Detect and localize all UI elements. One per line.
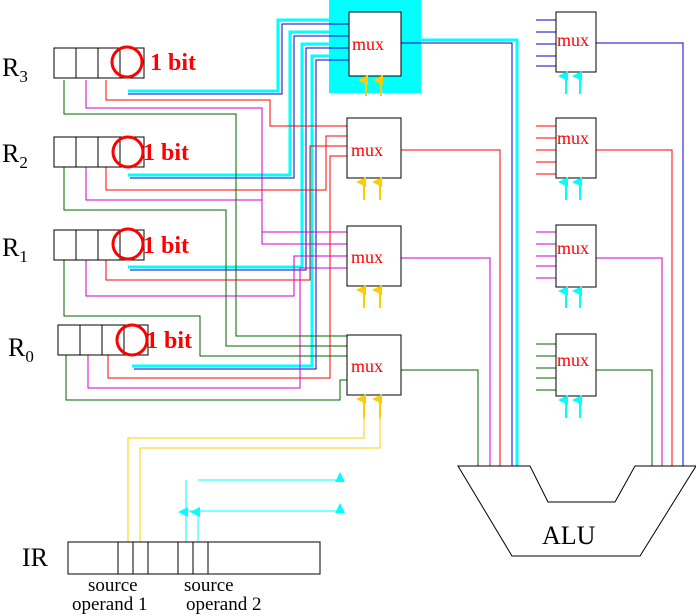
mux-label: mux xyxy=(557,238,589,258)
selected-path xyxy=(128,18,519,466)
ir-fields xyxy=(117,542,209,574)
mux-label: mux xyxy=(352,34,384,54)
r2-bit-circle xyxy=(111,135,145,169)
bit-label-r3: 1 bit xyxy=(150,50,196,76)
mux-right-0: mux xyxy=(555,333,597,397)
right-mux-select-arrows xyxy=(558,71,582,418)
right-mux-inputs xyxy=(536,19,556,391)
register-r1 xyxy=(53,227,145,261)
bit-label-r2: 1 bit xyxy=(143,140,189,166)
r3-wires xyxy=(128,23,684,466)
r1-wires xyxy=(85,80,663,466)
alu-label: ALU xyxy=(542,521,596,550)
register-label-r0: R0 xyxy=(8,333,34,366)
mux-left-3: mux xyxy=(348,11,402,77)
r1-bit-circle xyxy=(111,227,145,261)
bit-label-r1: 1 bit xyxy=(143,233,189,259)
mux-right-2: mux xyxy=(555,117,597,179)
source-operand-1-bus xyxy=(127,418,381,542)
register-label-r3: R3 xyxy=(2,53,28,86)
alu-shape xyxy=(457,465,696,557)
source-operand-2-label: source xyxy=(184,575,234,596)
mux-right-1: mux xyxy=(555,224,597,288)
source-operand-1-label: source xyxy=(88,575,138,596)
r3-bit-circle xyxy=(110,45,144,79)
register-r0 xyxy=(57,323,149,357)
mux-left-0: mux xyxy=(346,334,402,396)
ir-register xyxy=(67,541,321,575)
bit-label-r0: 1 bit xyxy=(146,328,192,354)
register-r3 xyxy=(53,45,145,79)
mux-label: mux xyxy=(557,128,589,148)
mux-left-1: mux xyxy=(346,225,402,287)
mux-label: mux xyxy=(351,140,383,160)
r0-wires xyxy=(63,80,653,466)
mux-label: mux xyxy=(557,350,589,370)
mux-right-3: mux xyxy=(555,11,597,73)
source-operand-1-label-2: operand 1 xyxy=(72,594,147,615)
mux-label: mux xyxy=(557,30,589,50)
source-operand-2-label-2: operand 2 xyxy=(186,594,261,615)
mux-left-2: mux xyxy=(346,117,402,179)
r2-wires xyxy=(105,80,673,466)
mux-label: mux xyxy=(351,247,383,267)
register-r2 xyxy=(53,135,145,169)
ir-label: IR xyxy=(22,543,49,572)
register-label-r1: R1 xyxy=(2,233,28,266)
source-operand-2-bus xyxy=(178,472,345,542)
register-label-r2: R2 xyxy=(2,139,28,172)
mux-label: mux xyxy=(351,356,383,376)
left-mux-select-arrows xyxy=(356,75,383,418)
r0-bit-circle xyxy=(115,323,149,357)
